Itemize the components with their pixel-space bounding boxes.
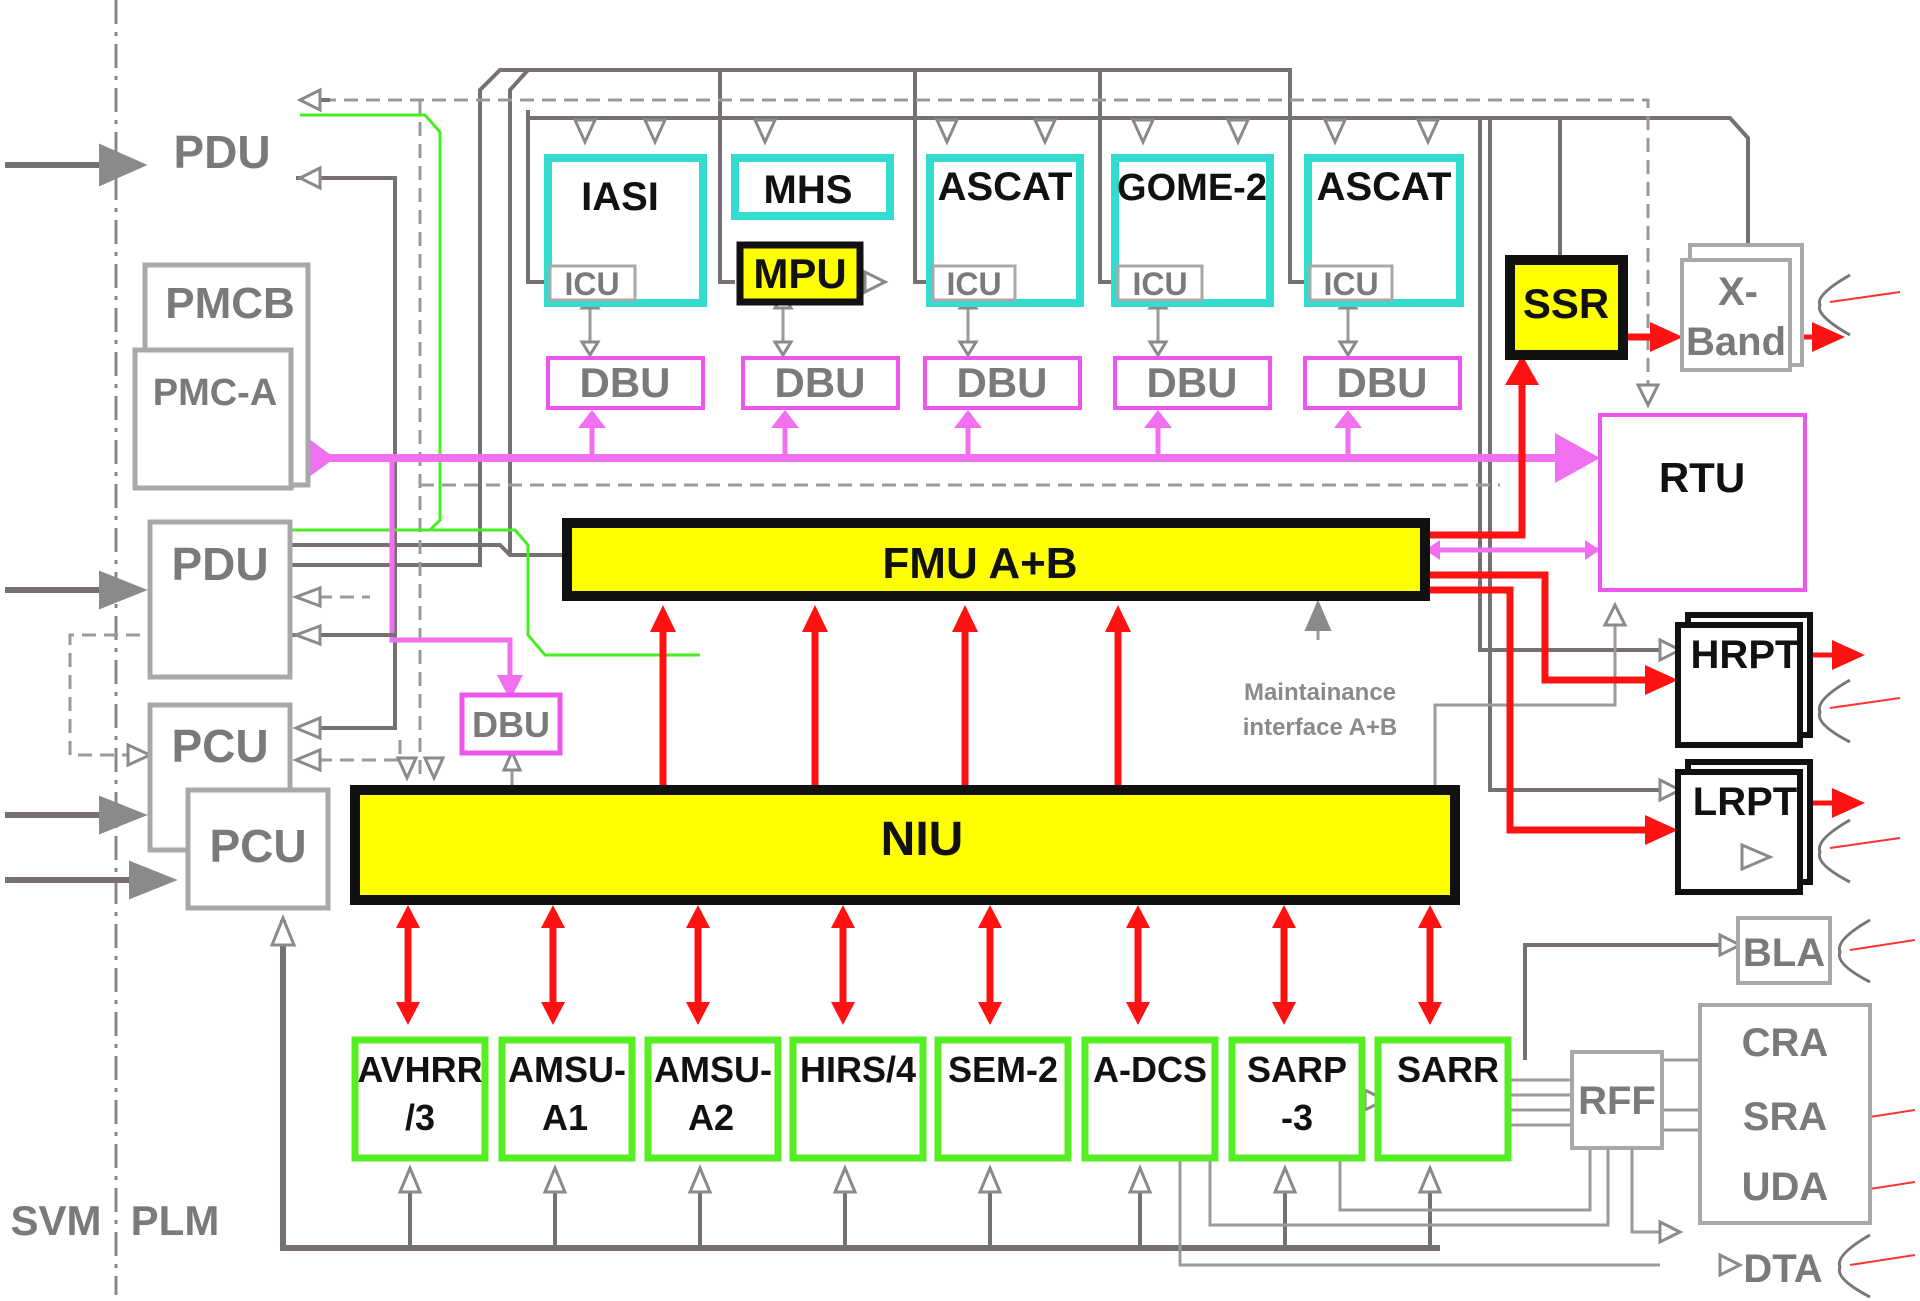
rtu-box: [1598, 413, 1807, 592]
niu-dbu-box: [459, 692, 563, 756]
niu-dbu-label: DBU: [472, 704, 550, 745]
mhs-label: MHS: [764, 168, 853, 212]
pmcb-label: PMCB: [165, 279, 295, 328]
pdu-mid-box: [147, 519, 293, 680]
mhs-dbu-box: [741, 356, 900, 410]
mpu-box: [736, 241, 864, 306]
pdu-top-label: PDU: [173, 126, 270, 178]
iasi-icu-box: [548, 264, 637, 302]
maintenance-line-1: Maintainance: [1244, 679, 1396, 706]
svm-label: SVM: [10, 1197, 101, 1244]
xband-label-1: X-: [1718, 270, 1758, 314]
hrpt-box: [1675, 622, 1803, 748]
uda-label: UDA: [1742, 1165, 1829, 1209]
rff-label: RFF: [1578, 1079, 1656, 1123]
lrpt-label: LRPT: [1693, 780, 1797, 824]
sem-2-box: [934, 1036, 1072, 1162]
maintenance-line-2: interface A+B: [1243, 714, 1398, 741]
mhs-box: [731, 154, 894, 220]
ant-group-box: [1698, 1003, 1872, 1225]
dta-label: DTA: [1743, 1247, 1822, 1291]
avhrr-label-2: /3: [405, 1097, 435, 1138]
pcu-b-label: PCU: [209, 820, 306, 872]
amsu-a1-label-1: AMSU-: [508, 1049, 626, 1090]
ascat-2-label: ASCAT: [1317, 165, 1452, 209]
sarp-3-box: [1228, 1036, 1366, 1162]
rtu-label: RTU: [1659, 454, 1745, 501]
gome-2-icu-box: [1116, 264, 1204, 302]
ascat-2-dbu-label: DBU: [1337, 359, 1428, 406]
antenna-icon: [1837, 1233, 1916, 1299]
top-instruments: IASI ICU DBU MHS MPU DBU ASCAT ICU DBU G…: [544, 154, 1464, 410]
cra-label: CRA: [1742, 1021, 1829, 1065]
pdu-mid-label: PDU: [171, 538, 268, 590]
gome-2-icu-label: ICU: [1132, 266, 1187, 302]
antenna-icon: [1837, 918, 1916, 984]
avhrr-box: [351, 1036, 489, 1162]
antenna-icon: [1817, 818, 1901, 884]
sra-label: SRA: [1743, 1095, 1827, 1139]
sarp-3-label-1: SARP: [1247, 1049, 1347, 1090]
ascat-1-icu-label: ICU: [946, 266, 1001, 302]
right-units: SSR X- Band RTU HRPT LRPT BLA RFF CRA SR…: [1505, 243, 1872, 1291]
hirs-4-box: [789, 1036, 927, 1162]
lrpt-arrow-icon: [1740, 842, 1774, 872]
niu-label: NIU: [881, 813, 964, 866]
ascat-2-icu-box: [1308, 264, 1394, 302]
iasi-dbu-label: DBU: [580, 359, 671, 406]
mhs-dbu-label: DBU: [775, 359, 866, 406]
avhrr-label-1: AVHRR: [357, 1049, 482, 1090]
pmca-label: PMC-A: [153, 372, 278, 414]
amsu-a1-box: [498, 1036, 636, 1162]
iasi-label: IASI: [581, 175, 659, 219]
xband-box: [1680, 258, 1792, 372]
gome-2-dbu-label: DBU: [1147, 359, 1238, 406]
ascat-1-dbu-label: DBU: [957, 359, 1048, 406]
antenna-icon: [1817, 678, 1901, 744]
sarp-3-label-2: -3: [1281, 1097, 1313, 1138]
iasi-icu-label: ICU: [564, 266, 619, 302]
pcu-b-box: [185, 787, 331, 911]
pmca-box: [132, 347, 294, 491]
bla-box: [1736, 916, 1832, 985]
ascat-1-dbu-box: [923, 356, 1082, 410]
gome-2-dbu-box: [1113, 356, 1272, 410]
a-dcs-box: [1081, 1036, 1219, 1162]
hrpt-label: HRPT: [1691, 633, 1800, 677]
antenna-icon: [1817, 273, 1901, 337]
ascat-2-icu-label: ICU: [1323, 266, 1378, 302]
amsu-a2-label-1: AMSU-: [654, 1049, 772, 1090]
bottom-instruments: AVHRR /3 AMSU- A1 AMSU- A2 HIRS/4 SEM-2 …: [351, 1036, 1512, 1162]
fmu-label: FMU A+B: [882, 539, 1077, 588]
sem-2-label-1: SEM-2: [948, 1049, 1058, 1090]
amsu-a2-box: [644, 1036, 782, 1162]
plm-label: PLM: [131, 1197, 220, 1244]
lrpt-box: [1675, 769, 1803, 895]
ascat-1-label: ASCAT: [938, 165, 1073, 209]
mpu-label: MPU: [753, 250, 846, 297]
amsu-a1-label-2: A1: [542, 1097, 588, 1138]
hirs-4-label-1: HIRS/4: [800, 1049, 916, 1090]
ssr-box: [1505, 255, 1628, 360]
iasi-dbu-box: [546, 356, 705, 410]
bla-label: BLA: [1743, 931, 1825, 975]
ascat-1-icu-box: [931, 264, 1017, 302]
niu-bus: [350, 785, 1460, 905]
sarr-label-1: SARR: [1397, 1049, 1499, 1090]
power-units: PDU PMCB PMC-A PDU PCU PCU: [132, 126, 331, 911]
amsu-a2-label-2: A2: [688, 1097, 734, 1138]
sarr-box: [1374, 1036, 1512, 1162]
a-dcs-label-1: A-DCS: [1093, 1049, 1207, 1090]
gome-2-label: GOME-2: [1117, 167, 1267, 209]
ascat-2-dbu-box: [1303, 356, 1462, 410]
xband-label-2: Band: [1686, 320, 1786, 364]
rff-box: [1570, 1050, 1664, 1150]
pcu-a-label: PCU: [171, 720, 268, 772]
fmu-bus: [562, 518, 1430, 601]
ssr-label: SSR: [1523, 280, 1609, 327]
